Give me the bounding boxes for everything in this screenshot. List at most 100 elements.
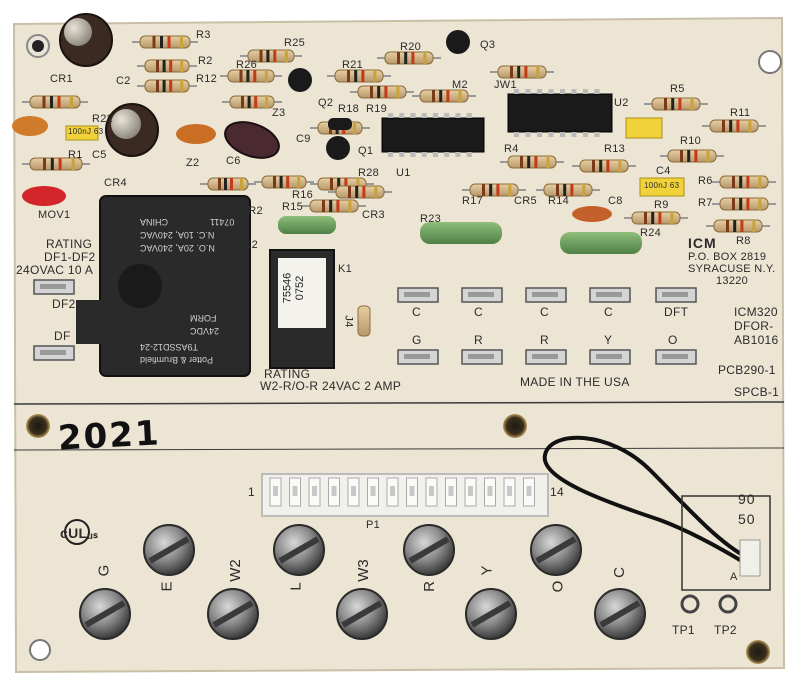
ref-c8: C8	[608, 195, 623, 207]
pcb-board	[12, 16, 786, 674]
relay-code: 07411	[210, 216, 235, 227]
ref-c4: C4	[656, 165, 671, 177]
relay-k1	[269, 249, 335, 369]
terminal-label-l: L	[287, 582, 305, 591]
terminal-label-e: E	[158, 581, 176, 592]
transistors	[288, 30, 470, 160]
header-pin-first: 1	[248, 485, 255, 499]
relay-nc-rating: N.C. 10A, 240VAC	[140, 229, 215, 240]
handwritten-year: 2021	[57, 413, 162, 459]
relay-k2	[76, 195, 251, 377]
ref-r6: R6	[698, 175, 713, 187]
df2-label: DF2	[52, 297, 76, 311]
mounting-holes	[26, 34, 782, 664]
j4-label: J4	[342, 315, 355, 328]
upper-label-3: C	[540, 305, 549, 319]
ref-r24: R24	[640, 227, 662, 239]
relay-brand: Potter & Brumfield	[140, 354, 214, 365]
lower-label-2: R	[474, 333, 483, 347]
ref-u2: U2	[614, 97, 629, 109]
made-in-usa: MADE IN THE USA	[520, 375, 630, 389]
lower-label-1: G	[412, 333, 422, 347]
lower-label-5: O	[668, 333, 678, 347]
ref-u1: U1	[396, 167, 411, 179]
ref-r26: R26	[236, 59, 258, 71]
header-p1	[261, 473, 549, 517]
tp1-label: TP1	[672, 623, 695, 637]
terminal-label-g: G	[95, 564, 113, 577]
ref-r5: R5	[670, 83, 685, 95]
relay-form: FORM	[190, 312, 217, 323]
terminal-label-c: C	[610, 567, 628, 578]
ul-text: ᴄULᵤₛ	[60, 525, 99, 541]
ic-u1	[381, 113, 485, 157]
ref-r23: R23	[420, 213, 442, 225]
k1-rating-heading: RATING	[264, 367, 311, 381]
ref-cr1: CR1	[50, 73, 73, 85]
ref-r12: R12	[196, 73, 218, 85]
k1-rating-text: W2-R/O-R 24VAC 2 AMP	[260, 379, 402, 393]
terminal-label-w3: W3	[354, 559, 372, 582]
header-label: P1	[366, 519, 381, 531]
upper-label-5: DFT	[664, 305, 689, 319]
lower-label-3: R	[540, 333, 549, 347]
dip-90-label: 90	[738, 491, 756, 507]
ref-c6: C6	[226, 155, 241, 167]
rating-models: DF1-DF2	[44, 250, 96, 264]
address-zip: 13220	[716, 275, 749, 287]
cap-marking-1: 100nJ 63	[68, 127, 104, 136]
model-line2: DFOR-	[734, 319, 774, 333]
ref-r19: R19	[366, 103, 388, 115]
relay-no-rating: N.O. 20A, 240VAC	[140, 242, 215, 253]
ref-c2: C2	[116, 75, 131, 87]
relay-coil: 24VDC	[190, 325, 220, 336]
upper-label-4: C	[604, 305, 613, 319]
ref-z3: Z3	[272, 107, 286, 119]
ref-r1: R1	[68, 149, 83, 161]
ref-q1: Q1	[358, 145, 374, 157]
ref-r8: R8	[736, 235, 751, 247]
screw-terminals	[79, 524, 646, 640]
ref-r21: R21	[342, 59, 364, 71]
ref-jw1: JW1	[494, 79, 517, 91]
ref-r9: R9	[654, 199, 669, 211]
terminal-label-r: R	[420, 581, 438, 592]
tp2-label: TP2	[714, 623, 737, 637]
ref-r20: R20	[400, 41, 422, 53]
relay-model: T9ASSD12-24	[140, 341, 199, 352]
ic-u2	[507, 89, 613, 137]
spcb-number: SPCB-1	[734, 385, 780, 399]
rating-heading: RATING	[46, 237, 93, 251]
ref-r10: R10	[680, 135, 702, 147]
ref-r14: R14	[548, 195, 570, 207]
df-label: DF	[54, 329, 71, 343]
ref-r13: R13	[604, 143, 626, 155]
relay-origin: CHINA	[140, 216, 169, 227]
model-line3: AB1016	[734, 333, 779, 347]
rating-voltage: 24OVAC 10 A	[16, 263, 94, 277]
ul-logo	[64, 519, 90, 545]
ref-cr3: CR3	[362, 209, 385, 221]
k2-label: K2	[244, 239, 259, 251]
pcb-number: PCB290-1	[718, 363, 776, 377]
ref-r28: R28	[358, 167, 380, 179]
ref-r7: R7	[698, 197, 713, 209]
ref-r17: R17	[462, 195, 484, 207]
ref-r3: R3	[196, 29, 211, 41]
resistors	[22, 35, 776, 233]
address-line1: P.O. BOX 2819	[688, 251, 767, 263]
ref-q3: Q3	[480, 39, 496, 51]
ref-r25: R25	[284, 37, 306, 49]
ref-r22: R22	[92, 113, 114, 125]
silk-divider-line-2	[13, 447, 785, 451]
terminal-label-o: O	[549, 580, 567, 593]
model-number: ICM320	[734, 305, 778, 319]
ref-r15: R15	[282, 201, 304, 213]
capacitor-c5	[105, 103, 159, 157]
ref-r11: R11	[730, 107, 751, 119]
lower-label-4: Y	[604, 333, 613, 347]
ref-cr5: CR5	[514, 195, 537, 207]
capacitor-c2	[59, 13, 113, 67]
ref-cr4: CR4	[104, 177, 127, 189]
dip-a-label: A	[730, 571, 738, 583]
